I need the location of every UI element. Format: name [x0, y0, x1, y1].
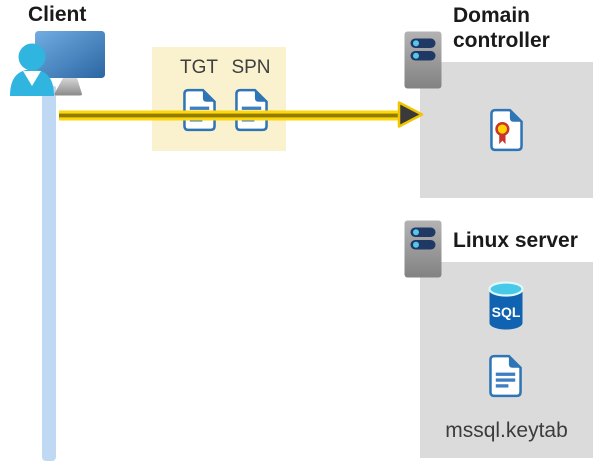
client-connection-line [42, 86, 56, 461]
keytab-filename-label: mssql.keytab [445, 419, 568, 442]
monitor-stand-shape [54, 78, 82, 96]
sql-icon-text: SQL [492, 304, 521, 320]
linux-server-icon [404, 220, 442, 278]
keytab-document-icon [489, 354, 522, 398]
person-icon [10, 43, 54, 96]
authentication-arrow [59, 101, 424, 128]
domain-controller-server-icon [404, 31, 442, 89]
ticket-box: TGT SPN [152, 47, 286, 151]
certificate-icon [490, 108, 523, 152]
spn-label: SPN [231, 57, 271, 78]
sql-database-icon: SQL [488, 281, 524, 330]
monitor-shape [35, 31, 105, 78]
client-label: Client [28, 3, 87, 26]
arrowhead [397, 101, 424, 128]
domain-controller-label: Domain controller [453, 4, 550, 52]
linux-server-label: Linux server [453, 229, 578, 252]
client-computer-icon [10, 31, 105, 96]
tgt-label: TGT [180, 57, 218, 78]
